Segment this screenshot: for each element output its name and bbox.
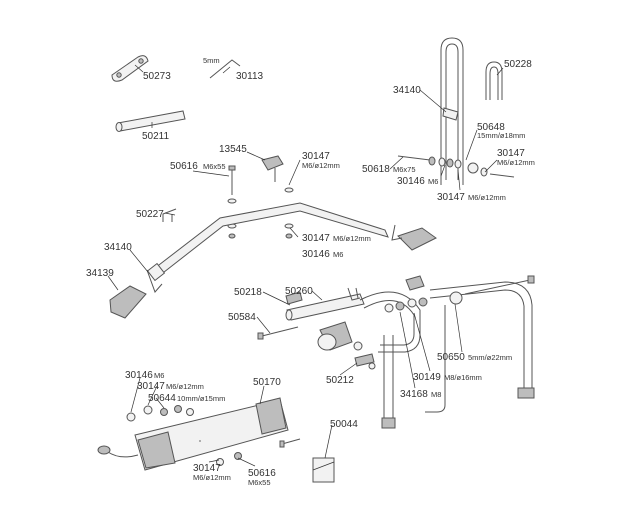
label-30147-e-size: M6/ø12mm (166, 382, 204, 391)
label-50618-size: M6x75 (393, 165, 416, 174)
label-50273: 50273 (143, 71, 171, 82)
part-50584-bolt (257, 326, 299, 340)
label-13545: 13545 (219, 144, 247, 155)
part-50211-rod (115, 110, 186, 132)
washers-light-bar (126, 405, 242, 466)
label-50644: 50644 (148, 393, 176, 404)
part-50228-u-clip (485, 61, 503, 100)
part-50260-rods (347, 287, 361, 301)
label-30149: 30149 (413, 372, 441, 383)
label-50044: 50044 (330, 419, 358, 430)
label-50644-size: 10mm/ø15mm (177, 394, 225, 403)
part-50618-bolt-assembly (397, 155, 515, 178)
label-50616-upper: 50616 (170, 161, 198, 172)
part-13545-knob (261, 155, 284, 182)
main-lower-frame (317, 275, 535, 429)
label-30147-d: 30147 (437, 192, 465, 203)
label-30147-a-size: M6/ø12mm (302, 161, 340, 170)
label-30149-size: M8/ø16mm (444, 373, 482, 382)
part-50616-bolt-lower (279, 438, 301, 448)
label-30147-c: 30147 (497, 148, 525, 159)
label-50584: 50584 (228, 312, 256, 323)
part-50170-light-bar (97, 397, 289, 471)
label-30147-d-size: M6/ø12mm (468, 193, 506, 202)
label-50211: 50211 (142, 131, 170, 142)
label-30147-b: 30147 (302, 233, 330, 244)
label-30147-e: 30147 (137, 381, 165, 392)
label-30146-b: 30146 (397, 176, 425, 187)
label-50212: 50212 (326, 375, 354, 386)
label-50648-size: 15mm/ø18mm (477, 131, 525, 140)
part-50227-frame (146, 202, 389, 282)
label-34168-size: M8 (431, 390, 441, 399)
label-30146-b-size: M6 (428, 177, 438, 186)
part-30113-hex-key (209, 59, 241, 79)
part-34139-foot-left (109, 285, 147, 319)
part-50273-plate (111, 55, 149, 82)
label-50616-lower-size: M6x55 (248, 478, 271, 487)
label-30147-f-size: M6/ø12mm (193, 473, 231, 482)
label-34140-left: 34140 (104, 242, 132, 253)
label-50227: 50227 (136, 209, 164, 220)
label-50650-size: 5mm/ø22mm (468, 353, 512, 362)
label-50618: 50618 (362, 164, 390, 175)
label-34139: 34139 (86, 268, 114, 279)
label-30146-a-size: M6 (333, 250, 343, 259)
label-30146-a: 30146 (302, 249, 330, 260)
label-34168: 34168 (400, 389, 428, 400)
part-50218-tube (285, 291, 365, 321)
label-30113: 30113 (236, 71, 264, 82)
label-50218: 50218 (234, 287, 262, 298)
washers-lower (353, 297, 428, 370)
part-50044-plate (312, 457, 335, 483)
part-34139-foot-right (391, 224, 437, 251)
part-labels: 50273 5mm 30113 50211 13545 50616 M6x55 … (86, 56, 535, 487)
label-50648: 50648 (477, 122, 505, 133)
label-30146-c: 30146 (125, 370, 153, 381)
part-34140-clip-left (146, 269, 163, 293)
label-30113-size: 5mm (203, 56, 220, 65)
label-50260: 50260 (285, 286, 313, 297)
label-34140-right: 34140 (393, 85, 421, 96)
label-50170: 50170 (253, 377, 281, 388)
part-34140-bracket (440, 37, 464, 185)
label-50650: 50650 (437, 352, 465, 363)
label-50616-upper-size: M6x55 (203, 162, 226, 171)
label-30147-f: 30147 (193, 463, 221, 474)
label-30147-c-size: M6/ø12mm (497, 158, 535, 167)
label-50228: 50228 (504, 59, 532, 70)
leader-lines (107, 64, 504, 467)
label-50616-lower: 50616 (248, 468, 276, 479)
label-30147-a: 30147 (302, 151, 330, 162)
label-30146-c-size: M6 (154, 371, 164, 380)
part-50616-bolt (228, 165, 236, 195)
label-30147-b-size: M6/ø12mm (333, 234, 371, 243)
